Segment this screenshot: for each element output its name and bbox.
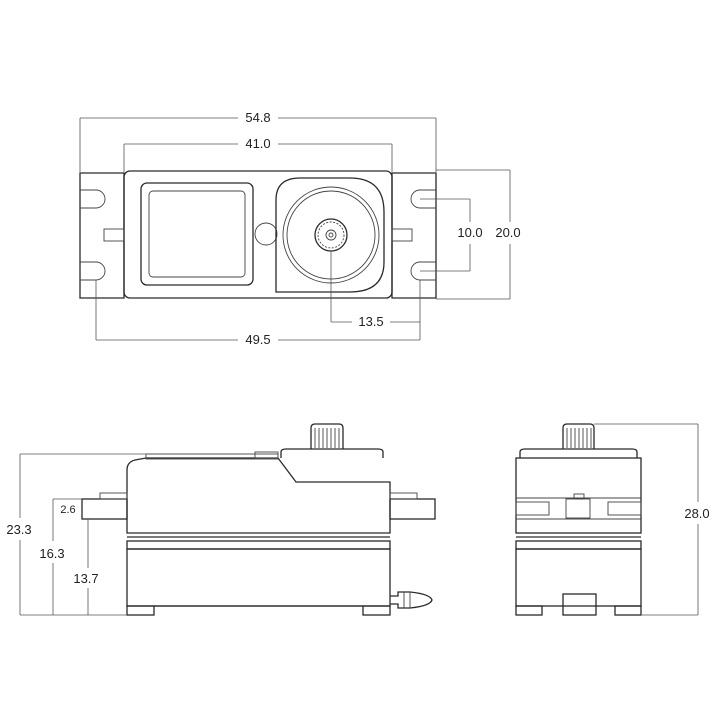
side-view-flange-right [607, 501, 642, 516]
side-view-upper-case [515, 457, 642, 534]
side-view-left-foot [515, 605, 543, 616]
dim-hole-horizontal-label: 49.5 [245, 332, 270, 347]
front-view: 23.3 16.3 13.7 2.6 [6, 423, 436, 616]
side-view-spline [562, 423, 595, 449]
top-view-label-inner [148, 190, 246, 278]
left-center-notch [103, 228, 125, 242]
dim-side-height-label: 28.0 [684, 506, 709, 521]
front-view-middle-case [126, 540, 391, 550]
right-center-notch [391, 228, 413, 242]
dim-shaft-offset-label: 13.5 [358, 314, 383, 329]
front-view-gear-cap [280, 448, 384, 458]
side-view-cable-port [562, 593, 597, 616]
front-view-left-flange-lip [99, 492, 128, 500]
front-view-left-flange [81, 498, 128, 520]
side-view-middle-case [515, 540, 642, 550]
dim-overall-length-label: 54.8 [245, 110, 270, 125]
side-view-center-tab [573, 493, 585, 500]
dim-body-length-label: 41.0 [245, 136, 270, 151]
side-view-lower-case [515, 548, 642, 607]
dim-total-height-label: 23.3 [6, 522, 31, 537]
output-shaft-center [328, 232, 334, 238]
dim-lower-case-height-label: 13.7 [73, 571, 98, 586]
front-view-top-case [126, 457, 391, 534]
dim-overall-width-label: 20.0 [495, 225, 520, 240]
cable-exit-icon [390, 591, 433, 609]
front-view-right-flange-lip [389, 492, 418, 500]
dim-mount-height-label: 16.3 [39, 546, 64, 561]
top-view-body [123, 170, 393, 299]
top-view-label-outer [140, 182, 254, 286]
right-lower-slot [410, 261, 436, 281]
output-shaft-screw [325, 229, 337, 241]
front-view-right-foot [362, 605, 391, 616]
side-view: 28.0 [515, 423, 710, 616]
top-view-round-recess [254, 222, 278, 246]
front-view-left-foot [126, 605, 155, 616]
dim-flange-thickness-label: 2.6 [60, 504, 75, 516]
right-upper-slot [410, 189, 436, 209]
side-view-center-block [565, 498, 591, 519]
top-view-gear-housing [275, 177, 385, 293]
output-spline-icon [314, 218, 348, 252]
side-view-flange-left [515, 501, 550, 516]
left-upper-slot [80, 189, 106, 209]
front-view-spline [310, 423, 344, 449]
front-view-lower-case [126, 548, 391, 607]
side-view-cap [519, 448, 638, 458]
output-spline-teeth [317, 221, 345, 249]
top-view-flange-outline [79, 172, 437, 299]
front-view-right-flange [389, 498, 436, 520]
top-view: 54.8 41.0 10.0 20.0 13.5 49.5 [79, 110, 521, 347]
left-lower-slot [80, 261, 106, 281]
side-view-right-foot [614, 605, 642, 616]
front-view-top-tab [254, 451, 279, 459]
dim-hole-vertical-label: 10.0 [457, 225, 482, 240]
